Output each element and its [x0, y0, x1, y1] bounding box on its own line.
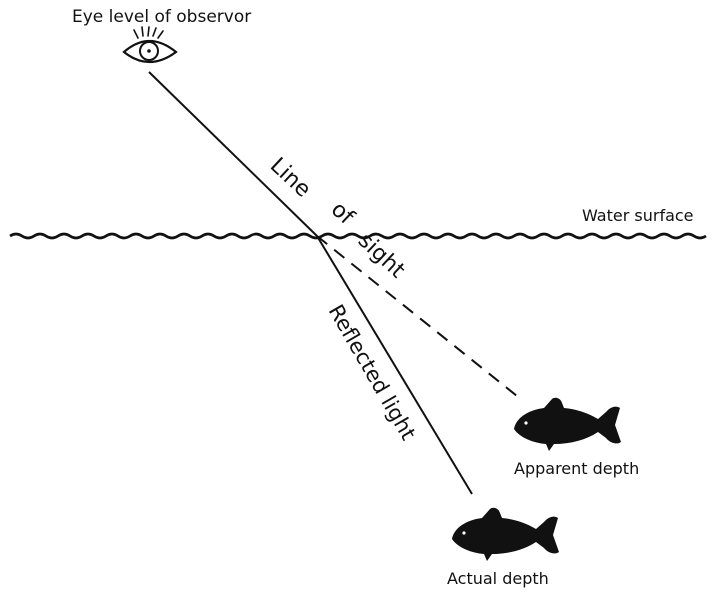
eye-icon	[122, 26, 178, 64]
reflected-light-ray	[316, 235, 473, 495]
fish-actual-icon	[452, 507, 559, 561]
water-surface-line	[9, 232, 707, 240]
observer-label: Eye level of observor	[72, 7, 251, 27]
line-of-sight	[148, 71, 318, 237]
line-of-sight-label-of: of	[326, 197, 359, 231]
water-surface-label: Water surface	[582, 206, 694, 225]
reflected-light-label: Reflected light	[324, 301, 421, 445]
actual-depth-label: Actual depth	[447, 569, 549, 588]
fish-apparent-icon	[514, 397, 621, 451]
apparent-depth-label: Apparent depth	[514, 459, 639, 478]
line-of-sight-label-line: Line	[265, 153, 316, 203]
